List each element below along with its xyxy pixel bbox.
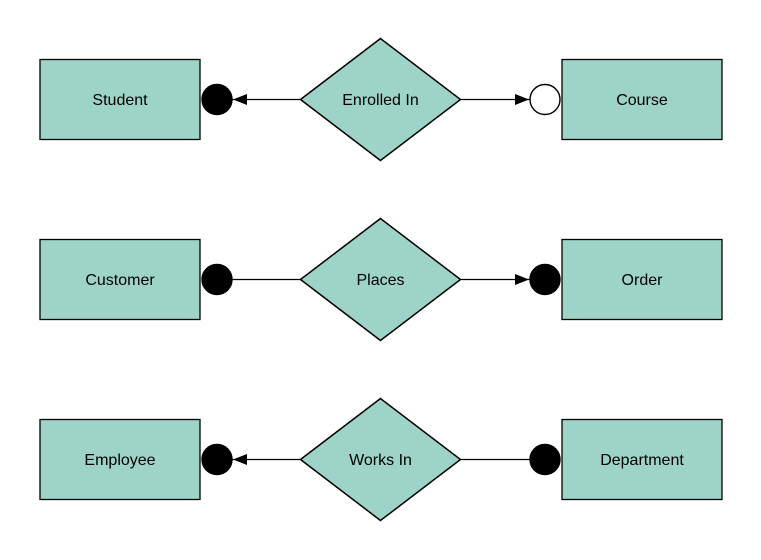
entity-label-student: Student xyxy=(92,92,148,109)
cardinality-node-filled-circle-order xyxy=(529,263,561,296)
cardinality-node-filled-circle-employee xyxy=(201,443,233,476)
entity-label-customer: Customer xyxy=(85,272,155,289)
arrowhead-right-course xyxy=(515,94,529,105)
entity-label-order: Order xyxy=(622,272,664,289)
arrowhead-left-student xyxy=(233,94,247,105)
cardinality-node-filled-circle-department xyxy=(529,443,561,476)
relationship-label-enrolled-in: Enrolled In xyxy=(342,92,419,109)
entity-label-course: Course xyxy=(616,92,668,109)
cardinality-node-filled-circle-student xyxy=(201,83,233,116)
arrowhead-right-order xyxy=(515,274,529,285)
entity-label-employee: Employee xyxy=(84,452,155,469)
entity-box-order xyxy=(561,238,723,321)
relationship-label-places: Places xyxy=(356,272,404,289)
relationship-diamond-enrolled-in xyxy=(299,37,462,162)
entity-box-customer xyxy=(39,238,201,321)
entity-box-employee xyxy=(39,418,201,501)
relationship-diamond-places xyxy=(299,217,462,342)
relationship-diamond-works-in xyxy=(299,397,462,522)
cardinality-node-open-circle-course xyxy=(529,83,561,116)
cardinality-node-filled-circle-customer xyxy=(201,263,233,296)
arrowhead-left-employee xyxy=(233,454,247,465)
entity-label-department: Department xyxy=(600,452,684,469)
entity-box-student xyxy=(39,58,201,141)
relationship-label-works-in: Works In xyxy=(349,452,412,469)
entity-box-department xyxy=(561,418,723,501)
entity-box-course xyxy=(561,58,723,141)
